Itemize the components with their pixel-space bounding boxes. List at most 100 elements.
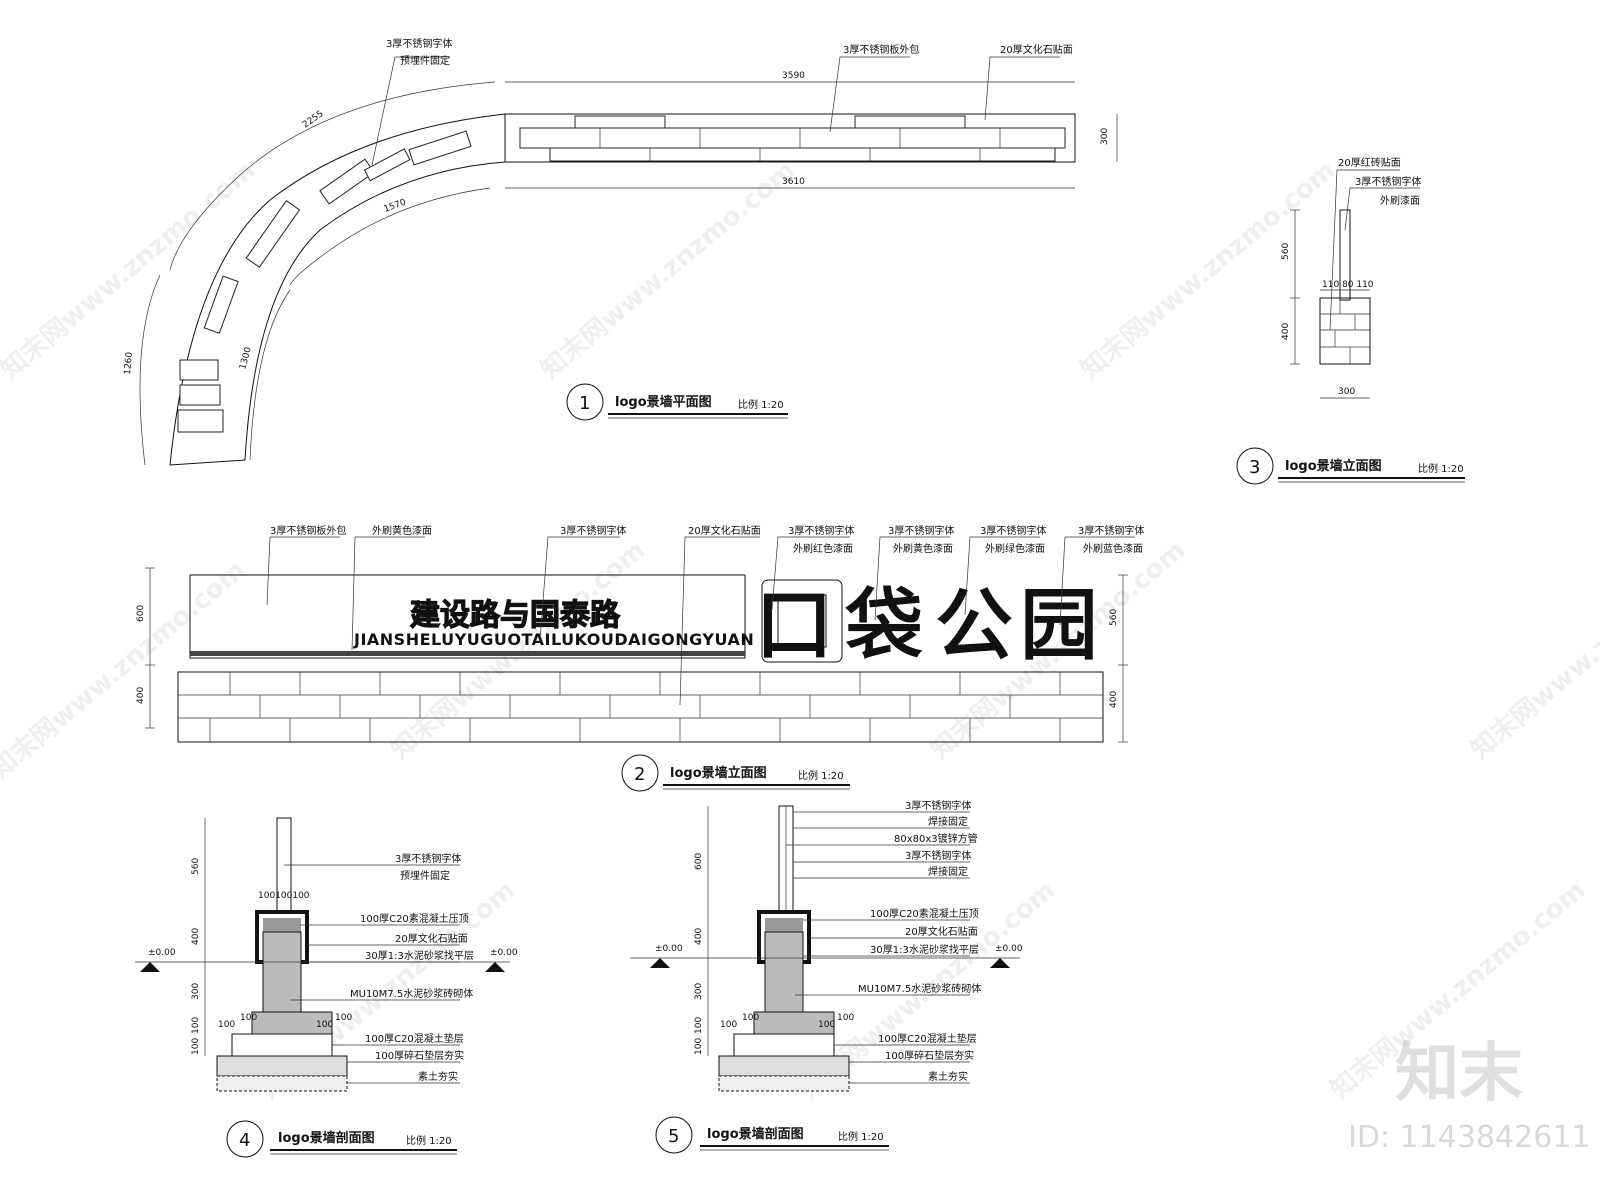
s4-note-9: 素土夯实 <box>418 1070 458 1083</box>
s5-dim-h2: 400 <box>694 928 704 945</box>
elev-number-circle <box>621 754 659 792</box>
elev-note-5b: 外刷红色漆面 <box>793 542 853 555</box>
s4-level-left: ±0.00 <box>148 948 176 958</box>
elev-dim-right-top: 560 <box>1109 609 1119 626</box>
s4-dim-h3: 300 <box>191 983 201 1000</box>
brand-logo-watermark: 知末 <box>1395 1037 1523 1111</box>
s4-dim-base-l: 100 <box>218 1020 235 1030</box>
s5-coping-fill <box>765 918 803 932</box>
s4-dim-h1: 560 <box>191 858 201 875</box>
elev-title: logo景墙立面图 <box>670 765 767 781</box>
s5-level-right: ±0.00 <box>995 944 1023 954</box>
s4-coping-fill <box>263 918 301 932</box>
side-number-circle <box>1236 447 1274 485</box>
s5-note-4: 3厚不锈钢字体 <box>905 849 971 862</box>
s5-dim-base-l: 100 <box>720 1020 737 1030</box>
watermark-text: 知末网www.znzmo.com <box>385 535 651 765</box>
s4-title: logo景墙剖面图 <box>278 1130 375 1146</box>
s4-brick-core <box>262 931 302 1013</box>
s5-dim-h3: 300 <box>694 983 704 1000</box>
s5-note-2: 焊接固定 <box>928 815 968 828</box>
elev-note-2: 外刷黄色漆面 <box>372 524 432 537</box>
plan-number: 1 <box>579 393 590 414</box>
elev-big-characters: 口 袋 公 园 <box>754 579 1099 672</box>
side-note-1: 20厚红砖贴面 <box>1338 156 1401 169</box>
s4-note-1: 3厚不锈钢字体 <box>395 852 461 865</box>
plan-wall-straight <box>504 113 1076 163</box>
s5-dim-base-r2: 100 <box>837 1013 854 1023</box>
elev-note-8: 3厚不锈钢字体 <box>1078 524 1144 537</box>
plan-scale: 比例 1:20 <box>738 398 784 411</box>
s4-dim-base-r2: 100 <box>335 1013 352 1023</box>
section-4-view: ±0.00 ±0.00 560 400 300 100 100 10010010… <box>135 817 518 1158</box>
section-5-view: ±0.00 ±0.00 600 400 300 100 100 100 100 … <box>630 799 1023 1154</box>
s4-dim-h5: 100 <box>191 1038 201 1055</box>
s5-note-8: 30厚1:3水泥砂浆找平层 <box>870 943 979 956</box>
s4-note-6: MU10M7.5水泥砂浆砖砌体 <box>350 987 473 1000</box>
elev-stone-base <box>177 671 1104 743</box>
elev-note-5: 3厚不锈钢字体 <box>788 524 854 537</box>
s5-dim-base-r: 100 <box>818 1020 835 1030</box>
s4-dim-base-r: 100 <box>316 1020 333 1030</box>
elev-char-yuan: 园 <box>1020 581 1098 671</box>
s4-note-8: 100厚碎石垫层夯实 <box>375 1049 464 1062</box>
s5-dim-h1: 600 <box>694 853 704 870</box>
elev-note-4: 20厚文化石贴面 <box>688 524 761 537</box>
elev-char-gong: 公 <box>935 581 1013 671</box>
side-dim-width: 300 <box>1338 387 1355 397</box>
s4-note-5: 30厚1:3水泥砂浆找平层 <box>365 949 474 962</box>
plan-arc-stones <box>177 130 472 433</box>
side-title: logo景墙立面图 <box>1285 458 1382 474</box>
elev-dark-band <box>190 651 745 656</box>
image-id-watermark: ID: 1143842611 <box>1348 1120 1590 1155</box>
plan-dim-arc-outer: 2255 <box>301 109 325 130</box>
side-elevation-view: 560 400 110 80 110 300 20厚红砖贴面 3厚不锈钢字体 外… <box>1236 156 1465 485</box>
plan-dim-bottom: 3610 <box>782 177 805 187</box>
elev-char-kou: 口 <box>755 581 833 671</box>
plan-note-stone-face: 20厚文化石贴面 <box>1000 43 1073 56</box>
plan-dim-end-inner: 1300 <box>238 346 254 371</box>
plan-title: logo景墙平面图 <box>615 394 712 410</box>
elev-note-7b: 外刷绿色漆面 <box>985 542 1045 555</box>
elev-pinyin: JIANSHELUYUGUOTAILUKOUDAIGONGYUAN <box>353 630 754 649</box>
plan-note-steel-cover: 3厚不锈钢板外包 <box>843 43 919 56</box>
plan-note-steel-letters: 3厚不锈钢字体 <box>386 37 452 50</box>
s5-dim-base-l2: 100 <box>742 1013 759 1023</box>
s4-dim-h2: 400 <box>191 928 201 945</box>
plan-dim-end-outer: 1260 <box>123 351 135 375</box>
elev-main-text: 建设路与国泰路 <box>410 598 621 633</box>
s5-note-6: 100厚C20素混凝土压顶 <box>870 907 979 920</box>
elev-number: 2 <box>634 764 645 785</box>
side-steel-letter <box>1339 209 1351 301</box>
side-brick-base <box>1319 297 1371 365</box>
s5-note-11: 100厚碎石垫层夯实 <box>885 1049 974 1062</box>
s5-note-12: 素土夯实 <box>928 1070 968 1083</box>
side-dim-top: 560 <box>1281 243 1291 260</box>
s5-number: 5 <box>668 1126 679 1147</box>
s4-note-3: 100厚C20素混凝土压顶 <box>360 912 469 925</box>
plan-stone-courses <box>519 115 1066 162</box>
elev-note-8b: 外刷蓝色漆面 <box>1083 542 1143 555</box>
s4-note-7: 100厚C20混凝土垫层 <box>365 1032 464 1045</box>
elev-note-6: 3厚不锈钢字体 <box>888 524 954 537</box>
s4-dim-base-l2: 100 <box>240 1013 257 1023</box>
plan-note-embedded: 预埋件固定 <box>400 54 450 67</box>
s5-note-1: 3厚不锈钢字体 <box>905 799 971 812</box>
watermark-text: 知末网www.znzmo.com <box>535 155 801 385</box>
s5-title: logo景墙剖面图 <box>707 1126 804 1142</box>
s5-dim-h5: 100 <box>694 1038 704 1055</box>
plan-dim-width: 300 <box>1100 128 1110 145</box>
watermark-text: 知末网www.znzmo.com <box>1465 535 1600 765</box>
s4-level-right: ±0.00 <box>490 948 518 958</box>
s5-soil <box>718 1075 850 1092</box>
s4-soil <box>216 1075 348 1092</box>
s5-level-left: ±0.00 <box>655 944 683 954</box>
elev-note-1: 3厚不锈钢板外包 <box>270 524 346 537</box>
s5-note-9: MU10M7.5水泥砂浆砖砌体 <box>858 982 981 995</box>
s4-gravel <box>216 1055 348 1077</box>
side-note-3: 外刷漆面 <box>1380 194 1420 207</box>
watermark-text: 知末网www.znzmo.com <box>0 155 261 385</box>
side-dim-bottom: 400 <box>1281 323 1291 340</box>
elev-note-6b: 外刷黄色漆面 <box>893 542 953 555</box>
